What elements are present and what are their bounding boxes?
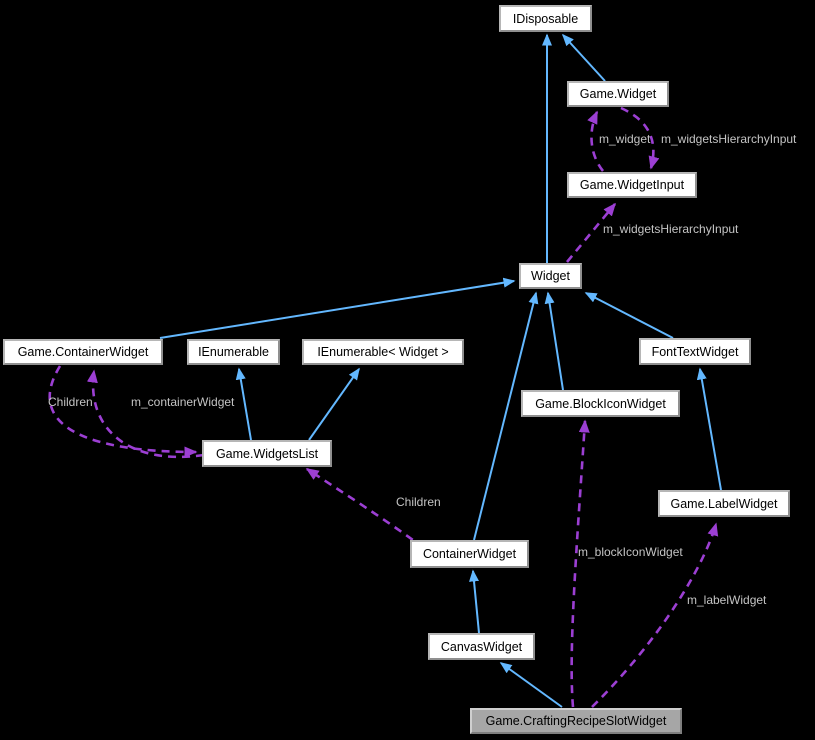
edge-widgetinput-gamewidget-mwidget: [587, 110, 605, 172]
edge-craftingslot-labelwidget: [591, 522, 719, 708]
edge-label-m-blockiconwidget: m_blockIconWidget: [578, 545, 683, 559]
edge-gamecontainerwidget-widget: [159, 277, 516, 339]
edge-containerwidget-widget: [473, 291, 539, 541]
edge-fonttextwidget-widget: [584, 292, 674, 339]
node-game-labelwidget[interactable]: Game.LabelWidget: [658, 490, 790, 517]
node-game-widgetslist[interactable]: Game.WidgetsList: [202, 440, 332, 467]
edge-label-m-containerwidget: m_containerWidget: [131, 395, 235, 409]
node-game-craftingrecipeslotwidget[interactable]: Game.CraftingRecipeSlotWidget: [470, 708, 682, 734]
edge-widgetslist-gamecontainerwidget-mcontainer: [86, 369, 205, 459]
edge-widgetslist-ienumerable: [235, 367, 252, 441]
edge-gamecontainerwidget-widgetslist-children: [48, 365, 198, 458]
node-idisposable[interactable]: IDisposable: [499, 5, 592, 32]
node-widget[interactable]: Widget: [519, 263, 582, 289]
node-game-containerwidget[interactable]: Game.ContainerWidget: [3, 339, 163, 365]
edge-label-m-labelwidget: m_labelWidget: [687, 593, 767, 607]
edge-containerwidget-widgetslist-children: [305, 467, 425, 550]
node-game-widgetinput[interactable]: Game.WidgetInput: [567, 172, 697, 198]
edge-labelwidget-fonttextwidget: [696, 367, 722, 491]
edge-gamewidget-idisposable: [561, 33, 606, 82]
edge-label-m-widgetshierarchyinput-top: m_widgetsHierarchyInput: [661, 132, 797, 146]
edge-label-m-widgetshierarchyinput-mid: m_widgetsHierarchyInput: [603, 222, 739, 236]
edge-canvaswidget-containerwidget: [469, 569, 480, 634]
node-ienumerable[interactable]: IEnumerable: [187, 339, 280, 365]
edge-label-m-widget: m_widget: [599, 132, 651, 146]
edge-widget-widgetinput-hierarchy: [565, 202, 617, 263]
node-ienumerable-widget[interactable]: IEnumerable< Widget >: [302, 339, 464, 365]
edge-gameblockiconwidget-widget: [544, 291, 564, 391]
node-fonttextwidget[interactable]: FontTextWidget: [639, 338, 751, 365]
edge-label-children-mid: Children: [396, 495, 441, 509]
edge-craftingslot-blockiconwidget: [570, 419, 590, 708]
node-game-blockiconwidget[interactable]: Game.BlockIconWidget: [521, 390, 680, 417]
node-game-widget[interactable]: Game.Widget: [567, 81, 669, 107]
node-containerwidget[interactable]: ContainerWidget: [410, 540, 529, 568]
edge-craftingslot-canvaswidget: [499, 662, 563, 708]
edge-label-children-left: Children: [48, 395, 93, 409]
node-canvaswidget[interactable]: CanvasWidget: [428, 633, 535, 660]
edge-widgetslist-ienumerablewidget: [308, 367, 360, 441]
